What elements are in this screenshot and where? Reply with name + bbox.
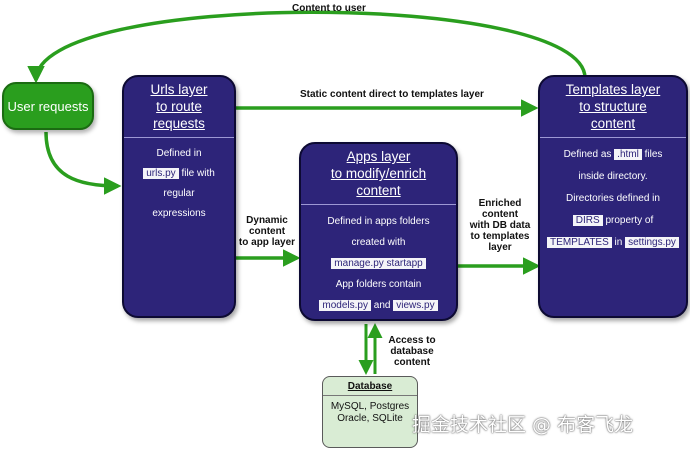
body-text: property of — [605, 215, 654, 226]
divider — [301, 204, 456, 205]
body-text: in — [614, 237, 623, 248]
label-enriched-content: Enriched content with DB data to templat… — [466, 198, 534, 253]
label-content-to-user: Content to user — [292, 3, 366, 14]
body-line: manage.py startapp — [301, 253, 456, 274]
body-line: inside directory. — [578, 171, 648, 182]
urls-layer-title: Urls layer to route requests — [124, 77, 234, 132]
title-line: to route — [156, 99, 202, 114]
label-line: Dynamic — [246, 215, 288, 226]
title-line: to modify/enrich — [330, 166, 427, 181]
body-line: Defined as .html files — [540, 144, 686, 166]
database-node: Database MySQL, Postgres Oracle, SQLite — [322, 376, 418, 448]
body-line: regular — [163, 188, 195, 199]
label-line: with DB data — [469, 220, 531, 231]
body-text: file with — [181, 168, 215, 179]
label-line: content — [248, 226, 286, 237]
title-line: Apps layer — [346, 149, 411, 164]
code-html: .html — [614, 149, 642, 160]
user-requests-label: User requests — [7, 98, 89, 114]
body-line: TEMPLATES in settings.py — [540, 232, 686, 254]
templates-layer-body: Defined as .html files inside directory.… — [540, 144, 686, 254]
label-line: content — [393, 357, 431, 368]
code-settings-py: settings.py — [625, 237, 679, 248]
database-line: MySQL, Postgres — [330, 401, 410, 412]
body-line: Directories defined in — [566, 193, 660, 204]
templates-layer-title: Templates layer to structure content — [540, 77, 686, 132]
body-line: created with — [351, 237, 406, 248]
apps-layer-body: Defined in apps folders created with man… — [301, 211, 456, 316]
body-line: models.py and views.py — [301, 295, 456, 316]
body-text: and — [373, 300, 391, 311]
code-urls-py: urls.py — [143, 168, 179, 179]
body-line: App folders contain — [335, 279, 422, 290]
code-templates: TEMPLATES — [547, 237, 612, 248]
label-dynamic-content: Dynamic content to app layer — [236, 215, 298, 248]
arrow-user-to-urls — [44, 131, 122, 195]
divider — [540, 137, 686, 138]
label-line: layer — [488, 242, 512, 253]
body-text: files — [644, 149, 663, 160]
arrow-content-to-user — [27, 10, 587, 84]
label-access-database: Access to database content — [384, 335, 440, 368]
apps-layer-box: Apps layer to modify/enrich content Defi… — [299, 142, 458, 321]
body-text: Defined as — [563, 149, 612, 160]
label-line: content — [481, 209, 519, 220]
label-line: Access to — [388, 335, 436, 346]
title-line: requests — [153, 116, 205, 131]
body-line: expressions — [152, 208, 206, 219]
body-line: Defined in — [156, 148, 202, 159]
title-line: content — [356, 183, 401, 198]
label-line: database — [390, 346, 434, 357]
divider — [124, 137, 234, 138]
title-line: Urls layer — [150, 82, 208, 97]
apps-layer-title: Apps layer to modify/enrich content — [301, 144, 456, 199]
title-line: content — [590, 116, 636, 131]
database-line: Oracle, SQLite — [337, 413, 403, 424]
title-line: Templates layer — [565, 82, 661, 97]
body-line: DIRS property of — [540, 210, 686, 232]
divider — [323, 395, 417, 396]
label-line: to templates — [470, 231, 530, 242]
code-views-py: views.py — [393, 300, 438, 311]
code-manage-py-startapp: manage.py startapp — [331, 258, 426, 269]
templates-layer-box: Templates layer to structure content Def… — [538, 75, 688, 318]
label-line: Enriched — [478, 198, 522, 209]
database-title: Database — [347, 381, 393, 392]
body-line: urls.py file with — [124, 164, 234, 184]
code-dirs: DIRS — [572, 215, 603, 226]
label-line: to app layer — [238, 237, 296, 248]
user-requests-node: User requests — [2, 82, 94, 130]
watermark: 掘金技术社区 @ 布客飞龙 — [412, 414, 634, 436]
code-models-py: models.py — [319, 300, 371, 311]
urls-layer-body: Defined in urls.py file with regular exp… — [124, 144, 234, 224]
body-line: Defined in apps folders — [327, 216, 430, 227]
title-line: to structure — [579, 99, 647, 114]
label-static-content: Static content direct to templates layer — [300, 89, 484, 100]
urls-layer-box: Urls layer to route requests Defined in … — [122, 75, 236, 318]
